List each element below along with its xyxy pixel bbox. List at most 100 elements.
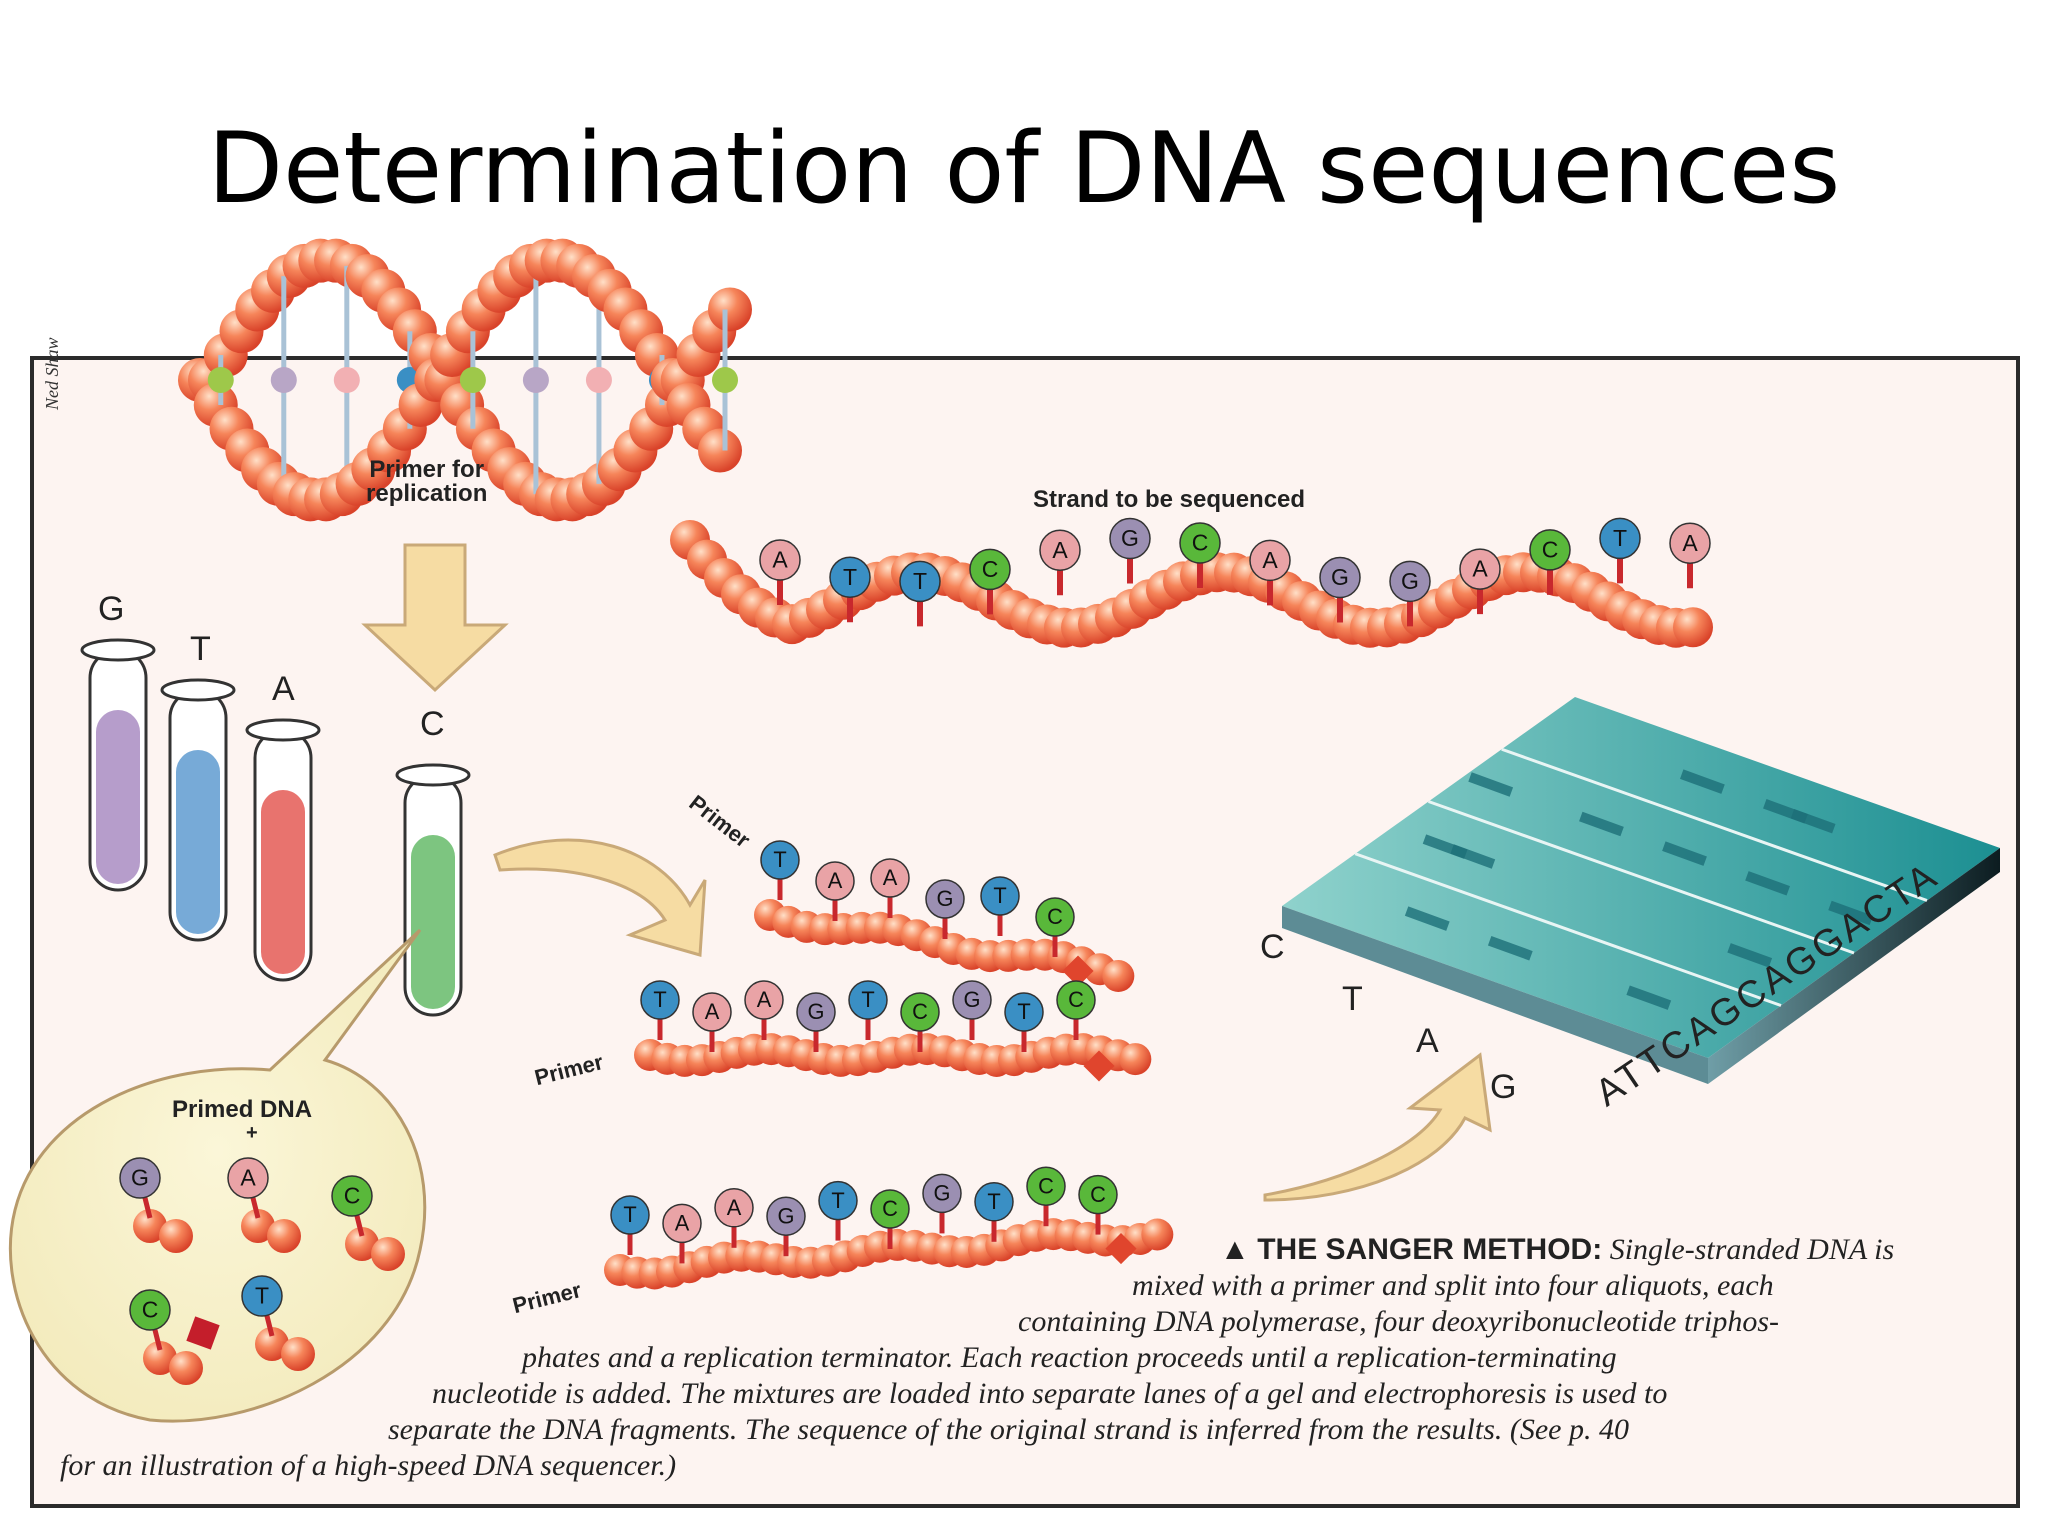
- nucleotide-bead: [159, 1219, 193, 1253]
- fragment-bead: [1102, 960, 1135, 993]
- strand-base-3-letter: T: [913, 568, 927, 594]
- caption-icon: ▲: [1220, 1233, 1250, 1266]
- strand-base-6-letter: G: [1121, 525, 1139, 551]
- fragment-1-base-5-letter: T: [993, 883, 1006, 908]
- fragment-2-base-7-letter: G: [964, 987, 981, 1012]
- fragment-3-base-8-letter: T: [987, 1189, 1000, 1214]
- strand-base-1-letter: A: [772, 547, 788, 573]
- gel-lane-label-t: T: [1342, 980, 1363, 1018]
- gel-band: [1745, 871, 1790, 896]
- fragment-2-base-4-letter: G: [808, 999, 825, 1024]
- nucleotide-bead: [143, 1341, 177, 1375]
- terminator-diamond: [186, 1316, 220, 1350]
- fragment-1-base-6-ball: [1035, 897, 1075, 937]
- fragment-bead: [1141, 1218, 1174, 1251]
- fragment-3-base-3-letter: A: [727, 1195, 742, 1220]
- strand-base-13-ball: [1599, 517, 1641, 560]
- fragment-3-base-4-letter: G: [778, 1203, 795, 1228]
- strand-base-2-ball: [829, 556, 871, 598]
- strand-base-9-ball: [1319, 556, 1361, 599]
- caption-line-7: for an illustration of a high-speed DNA …: [60, 1449, 677, 1482]
- fragment-1-base-5-ball: [980, 876, 1020, 916]
- bubble-nucleotide-2-ball: [227, 1157, 269, 1199]
- gel-band: [1680, 769, 1725, 794]
- tube-label-c: C: [420, 705, 445, 743]
- tube-t: [160, 678, 236, 942]
- fragment-2-base-3-ball: [744, 980, 784, 1020]
- fragment-2-base-3-letter: A: [757, 987, 772, 1012]
- gel-band: [1404, 906, 1450, 931]
- nucleotide-bead: [281, 1337, 315, 1371]
- strand-base-6-ball: [1109, 517, 1151, 560]
- plus-label: +: [246, 1122, 258, 1144]
- dna-helix: [178, 238, 752, 522]
- fragment-3-base-2-ball: [662, 1203, 702, 1244]
- fragment-2-base-5-letter: T: [861, 987, 874, 1012]
- strand-to-be-sequenced-label: Strand to be sequenced: [1033, 486, 1306, 513]
- fragment-2-base-5-ball: [848, 980, 888, 1020]
- fragment-3-base-9-ball: [1026, 1166, 1066, 1206]
- gel-band: [1468, 772, 1514, 797]
- gel-band: [1828, 900, 1874, 926]
- gel-band: [1626, 985, 1672, 1010]
- fragment-3-base-5-ball: [818, 1180, 858, 1221]
- sequencing-gel: [1282, 697, 2000, 1084]
- nucleotide-bead: [255, 1327, 289, 1361]
- fragment-1-base-2-letter: A: [828, 868, 843, 893]
- helix-base: [270, 367, 297, 393]
- fragment-1-base-2-ball: [815, 861, 855, 901]
- caption-line-1: Single-stranded DNA is: [1609, 1233, 1895, 1266]
- fragment-3-base-6-ball: [870, 1189, 910, 1229]
- nucleotide-bead: [241, 1209, 275, 1243]
- strand-base-4-letter: C: [982, 556, 999, 582]
- caption-line-4: phates and a replication terminator. Eac…: [522, 1341, 1617, 1374]
- fragment-3-base-10-ball: [1078, 1174, 1118, 1215]
- strand-base-2-letter: T: [843, 564, 857, 590]
- helix-base: [712, 367, 738, 393]
- fragment-1-base-4-letter: G: [937, 886, 954, 911]
- fragment-3-base-1-letter: T: [623, 1202, 636, 1227]
- fragment-3-base-10-letter: C: [1090, 1182, 1106, 1207]
- fragment-1-base-1-letter: T: [773, 847, 786, 872]
- terminator-diamond: [1105, 1233, 1137, 1265]
- gel-band: [1579, 811, 1624, 837]
- fragment-2-base-1-ball: [640, 980, 680, 1020]
- helix-bead: [698, 428, 742, 473]
- fragment-2-base-6-ball: [900, 992, 940, 1032]
- strand-base-13-letter: T: [1613, 525, 1627, 551]
- strand-base-10-letter: G: [1401, 568, 1419, 594]
- fragment-3-base-2-letter: A: [675, 1211, 690, 1236]
- tube-label-g: G: [98, 590, 125, 628]
- gel-band: [1662, 841, 1707, 866]
- down-arrow-icon: [361, 543, 509, 693]
- fragment-3-base-9-letter: C: [1038, 1173, 1054, 1198]
- tube-label-a: A: [272, 670, 295, 708]
- strand-bead: [1673, 607, 1713, 648]
- bubble-nucleotide-3-letter: C: [344, 1183, 361, 1209]
- bubble-nucleotide-5-letter: T: [255, 1283, 269, 1309]
- fragment-1-base-3-ball: [870, 858, 910, 898]
- fragment-1-base-3-letter: A: [883, 865, 898, 890]
- gel-band: [1487, 936, 1533, 961]
- curved-arrow-icon: [493, 838, 707, 957]
- gel-lane-label-a: A: [1416, 1022, 1439, 1060]
- gel-lane-label-c: C: [1260, 928, 1285, 966]
- gel-band: [1450, 844, 1496, 869]
- fragment-1-base-4-ball: [925, 879, 965, 919]
- fragment-3-base-6-letter: C: [882, 1196, 898, 1221]
- strand-base-14-ball: [1669, 522, 1711, 564]
- caption-heading: THE SANGER METHOD:: [1257, 1233, 1603, 1266]
- helix-base: [522, 367, 549, 393]
- bubble-nucleotide-2-letter: A: [240, 1165, 256, 1191]
- strand-base-9-letter: G: [1331, 564, 1349, 590]
- gel-lane-divider: [1501, 747, 1928, 902]
- tube-c: [395, 763, 471, 1017]
- strand-base-12-ball: [1529, 529, 1571, 571]
- nucleotide-bead: [169, 1351, 203, 1385]
- bubble-nucleotide-1-letter: G: [131, 1165, 149, 1191]
- strand-base-8-letter: A: [1262, 547, 1278, 573]
- strand-base-3-ball: [899, 560, 941, 603]
- helix-base: [207, 367, 234, 393]
